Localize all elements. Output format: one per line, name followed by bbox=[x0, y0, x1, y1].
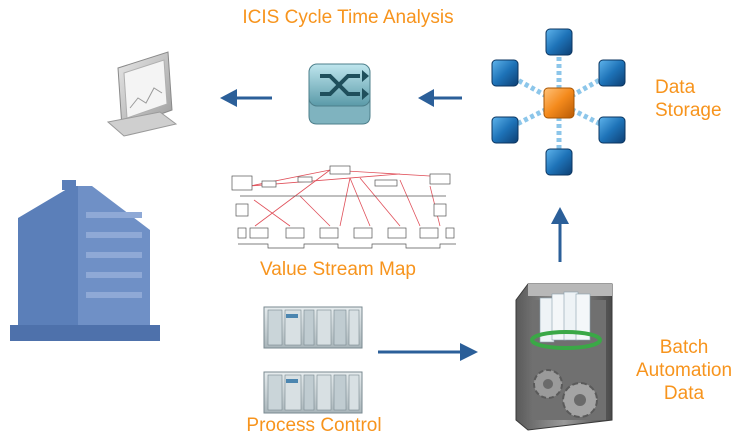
batch-automation-label-line-2: Automation bbox=[635, 360, 733, 381]
arrow-switch-to-monitor bbox=[220, 89, 272, 107]
process-control-label: Process Control bbox=[246, 415, 382, 436]
arrow-batch-to-storage bbox=[551, 207, 569, 262]
batch-automation-label-line-1: Batch bbox=[659, 337, 709, 358]
data-storage-label: Data Storage bbox=[655, 76, 722, 122]
server-gears-icon bbox=[515, 283, 613, 431]
value-stream-map-label: Value Stream Map bbox=[260, 259, 416, 280]
data-storage-label-line-1: Data bbox=[655, 77, 696, 98]
arrow-process-to-batch bbox=[378, 343, 478, 361]
building-icon bbox=[10, 180, 160, 341]
network-switch-icon bbox=[308, 63, 371, 125]
arrow-hub-to-switch bbox=[418, 89, 462, 107]
data-hub-icon bbox=[491, 28, 626, 176]
batch-automation-label: Batch Automation Data bbox=[626, 336, 742, 405]
value-stream-map-thumbnail bbox=[231, 165, 456, 249]
data-storage-label-line-2: Storage bbox=[655, 100, 722, 121]
batch-automation-label-line-3: Data bbox=[663, 383, 705, 404]
plc-rack-icon bbox=[263, 306, 363, 414]
diagram-title: ICIS Cycle Time Analysis bbox=[242, 7, 454, 28]
monitor-icon bbox=[106, 51, 178, 137]
